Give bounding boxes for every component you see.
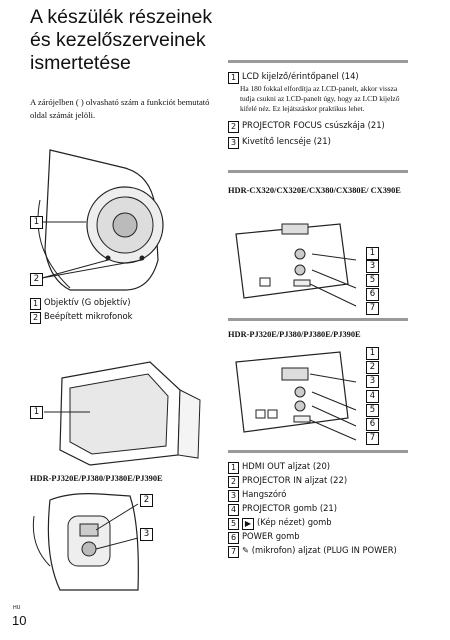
model-heading-pj-left: HDR-PJ320E/PJ380/PJ380E/PJ390E	[30, 474, 163, 483]
lcd-item-1-note: Ha 180 fokkal elfordítja az LCD-panelt, …	[240, 84, 400, 113]
page-number: 10	[12, 613, 27, 628]
section-rule	[228, 60, 408, 63]
callout-2: 2	[366, 361, 379, 374]
projector-side-illustration	[32, 493, 139, 591]
callout-2: 2	[30, 273, 43, 286]
lcd-item-2: PROJECTOR FOCUS csúszkája (21)	[242, 120, 385, 130]
camera-lens-illustration	[37, 149, 164, 291]
camera-side-illustration-cx	[235, 223, 357, 307]
callout-6: 6	[366, 418, 379, 431]
callout-7: 7	[366, 302, 379, 315]
port-item-6: POWER gomb	[242, 531, 300, 541]
lens-item-1: Objektív (G objektív)	[44, 297, 131, 307]
port-item-7: (mikrofon) aljzat (PLUG IN POWER)	[251, 545, 397, 555]
callout-3: 3	[366, 375, 379, 388]
callout-1: 1	[366, 247, 379, 260]
model-heading-pj-right: HDR-PJ320E/PJ380/PJ380E/PJ390E	[228, 330, 361, 339]
port-item-5: (Kép nézet) gomb	[257, 517, 332, 527]
page-title: A készülék részeinek és kezelőszerveinek…	[30, 6, 213, 74]
section-rule	[228, 318, 408, 321]
callout-5: 5	[366, 404, 379, 417]
microphone-icon: ✎	[242, 545, 250, 555]
callout-3: 3	[366, 260, 379, 273]
model-heading-cx: HDR-CX320/CX320E/CX380/CX380E/ CX390E	[228, 186, 401, 195]
callout-2: 2	[140, 494, 153, 507]
port-item-1: HDMI OUT aljzat (20)	[242, 461, 331, 471]
callout-6: 6	[366, 288, 379, 301]
callout-7: 7	[366, 432, 379, 445]
section-rule	[228, 450, 408, 453]
lens-item-2: Beépített mikrofonok	[44, 311, 133, 321]
port-item-2: PROJECTOR IN aljzat (22)	[242, 475, 348, 485]
callout-1: 1	[366, 347, 379, 360]
callout-1: 1	[30, 216, 43, 229]
lcd-panel-illustration	[44, 361, 201, 466]
lcd-item-1: LCD kijelző/érintőpanel (14)	[242, 71, 359, 81]
callout-4: 4	[366, 390, 379, 403]
page-lang: HU	[13, 605, 21, 611]
play-icon: ▶	[242, 518, 254, 530]
callout-3: 3	[140, 528, 153, 541]
callout-1: 1	[30, 406, 43, 419]
port-item-4: PROJECTOR gomb (21)	[242, 503, 338, 513]
lcd-item-3: Kivetítő lencséje (21)	[242, 136, 331, 146]
camera-side-illustration-pj	[235, 351, 357, 441]
port-item-3: Hangszóró	[242, 489, 287, 499]
callout-5: 5	[366, 274, 379, 287]
section-rule	[228, 170, 408, 173]
intro-note: A zárójelben ( ) olvasható szám a funkci…	[30, 97, 210, 120]
